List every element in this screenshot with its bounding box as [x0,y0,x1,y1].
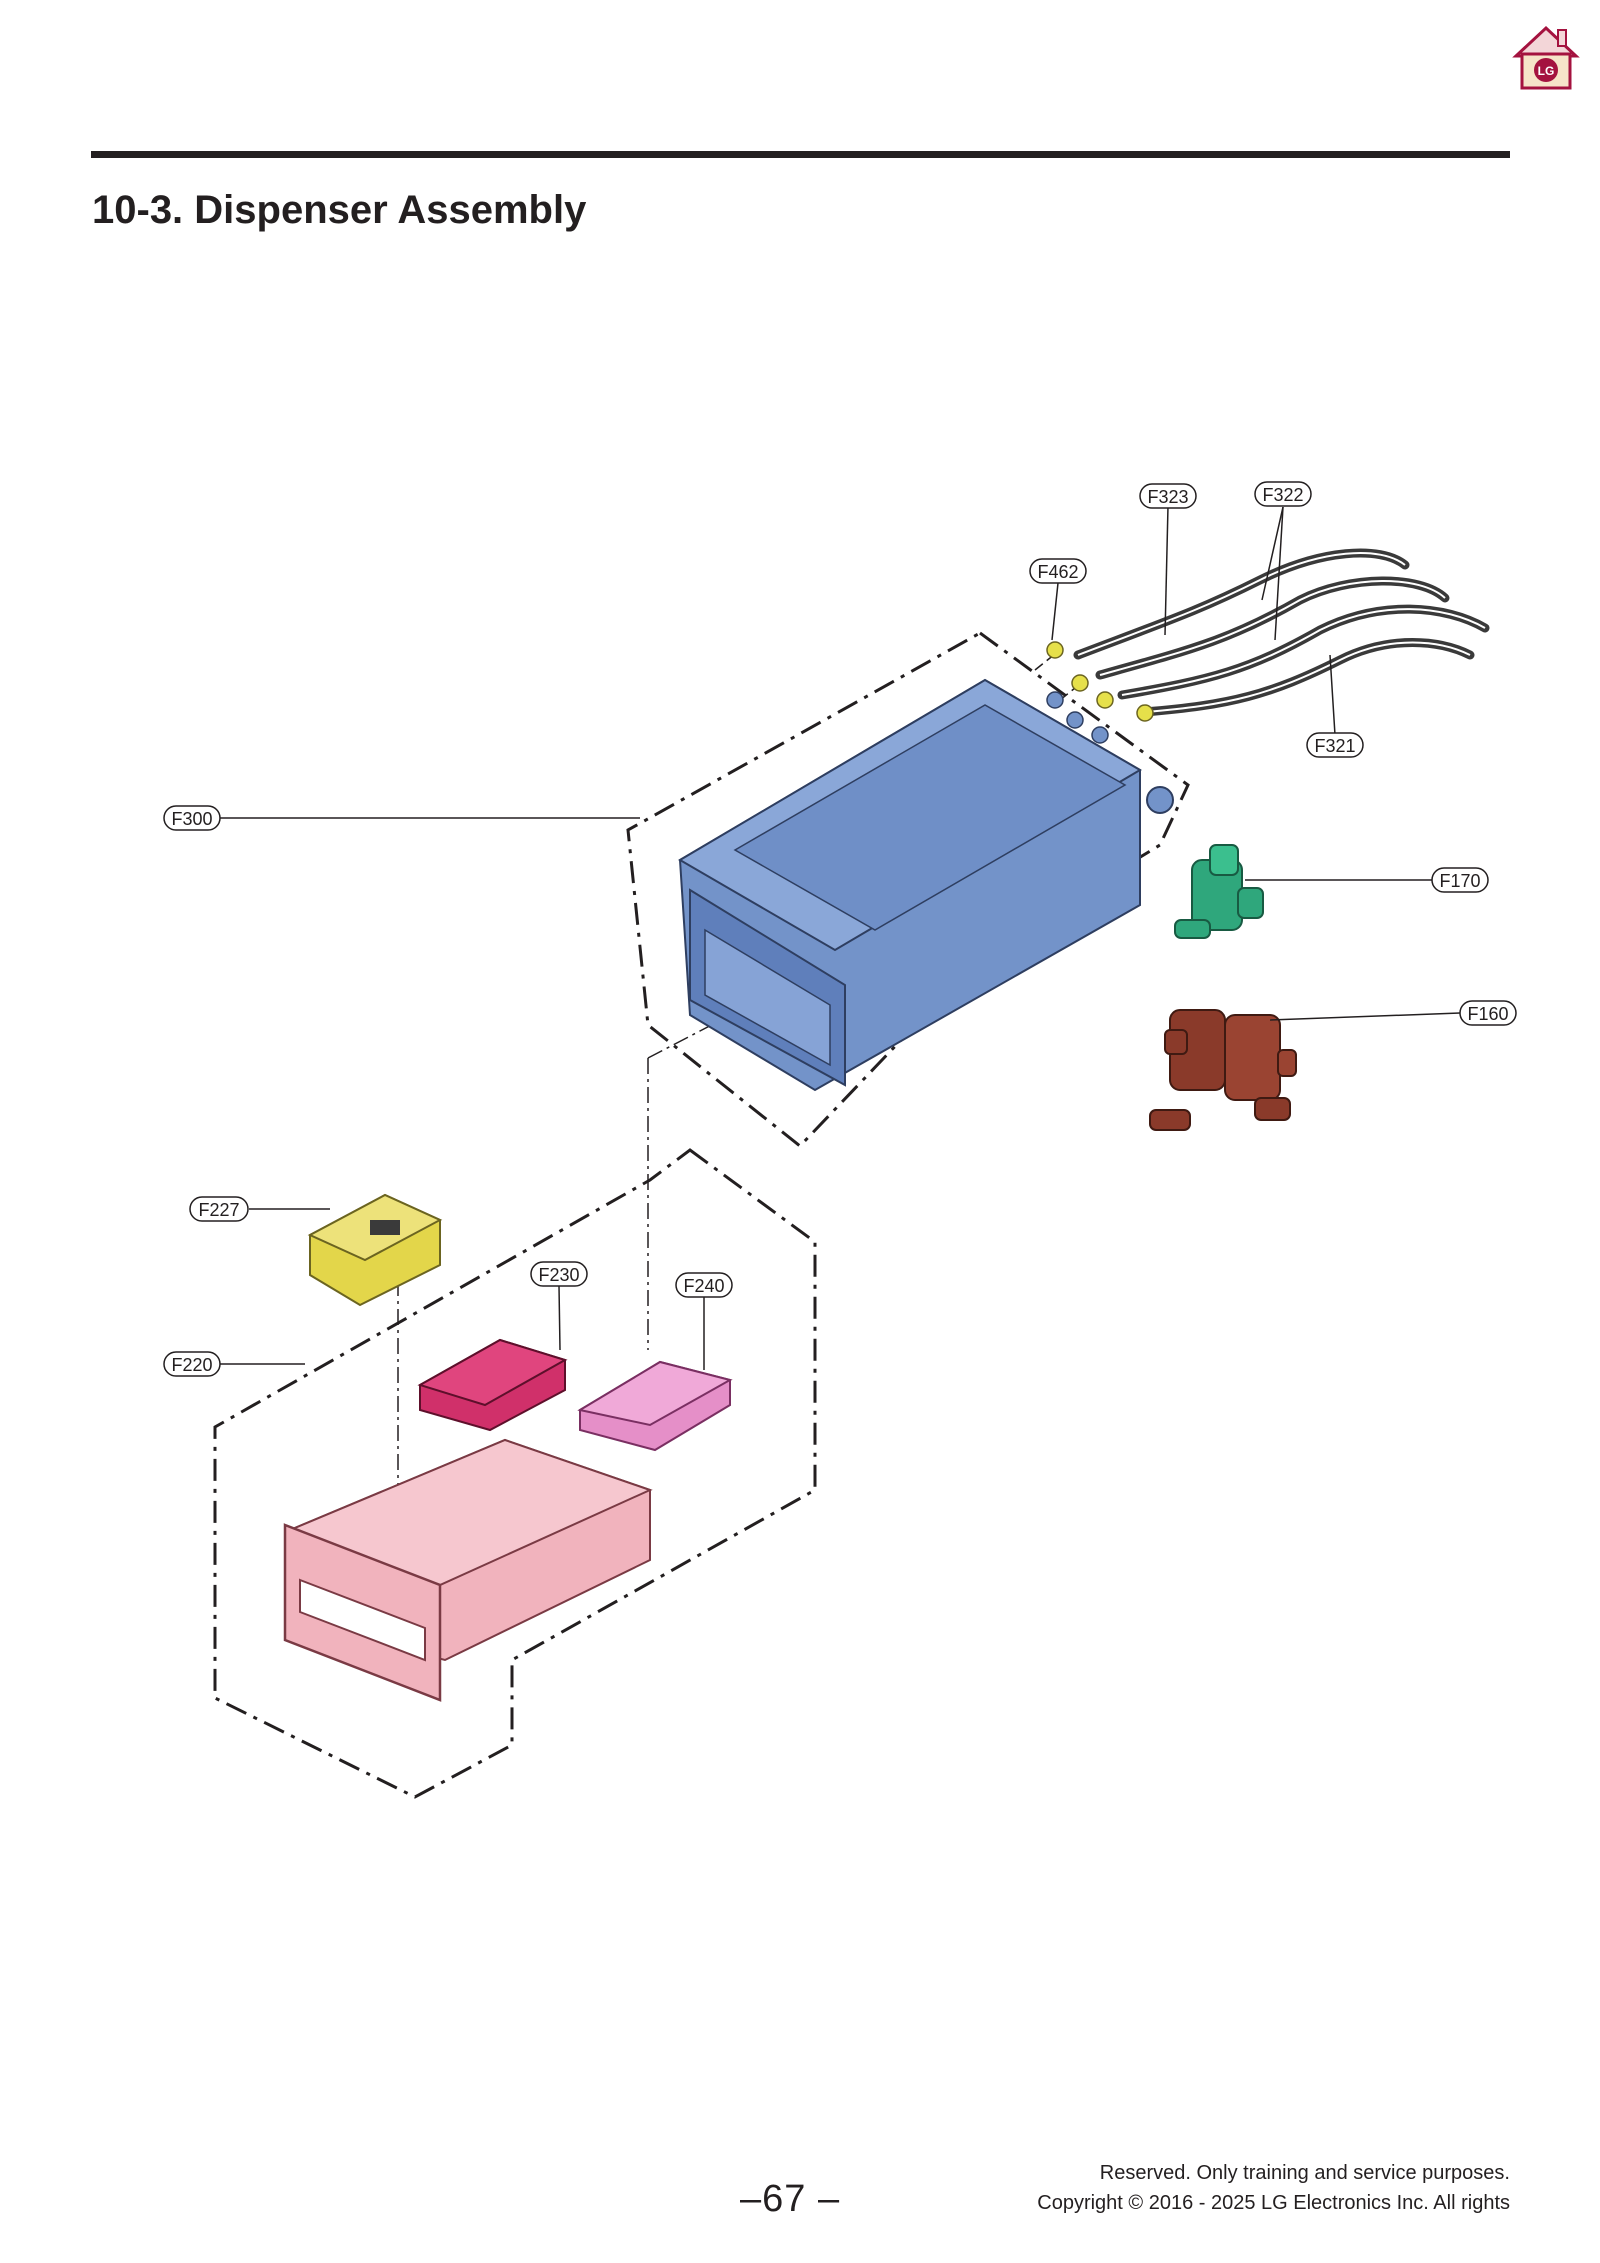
header-rule [91,151,1510,158]
hose-set-highlight [1077,552,1486,713]
callout-F300: F300 [163,805,221,831]
dispenser-housing [678,678,1174,1092]
callout-F170: F170 [1431,867,1489,893]
svg-text:F321: F321 [1314,736,1355,756]
callout-F240: F240 [675,1272,733,1298]
callout-F227: F227 [189,1196,249,1222]
drawer-assembly-outline [213,1148,817,1799]
svg-text:LG: LG [1538,64,1555,78]
svg-text:F462: F462 [1037,562,1078,582]
water-valve-double [1149,1009,1297,1131]
copyright-footer: Reserved. Only training and service purp… [1037,2158,1510,2218]
hose-clamps [1046,641,1154,722]
rights-line-1: Reserved. Only training and service purp… [1099,2162,1510,2184]
callout-F220: F220 [163,1351,221,1377]
svg-text:F227: F227 [198,1200,239,1220]
upper-assembly-outline [626,631,1190,1149]
svg-text:F322: F322 [1262,485,1303,505]
page-number: –67 – [740,2178,841,2220]
water-valve-single [1174,844,1264,939]
callout-F321: F321 [1306,732,1364,758]
lg-home-icon[interactable]: LG [1510,22,1582,94]
callout-F323: F323 [1139,483,1197,509]
detergent-cover [417,1338,568,1432]
dispenser-drawer [283,1438,653,1702]
bleach-cover [577,1360,733,1452]
page-title: 10-3. Dispenser Assembly [92,188,587,232]
svg-text:F323: F323 [1147,487,1188,507]
callout-F322: F322 [1254,481,1312,507]
svg-text:F300: F300 [171,809,212,829]
svg-text:F160: F160 [1467,1004,1508,1024]
svg-text:F230: F230 [538,1265,579,1285]
callout-F160: F160 [1459,1000,1517,1026]
svg-text:F220: F220 [171,1355,212,1375]
callout-F230: F230 [530,1261,588,1287]
leader-lines [220,505,1461,1370]
svg-text:F170: F170 [1439,871,1480,891]
rights-line-2: Copyright © 2016 - 2025 LG Electronics I… [1037,2192,1510,2214]
softener-cap [307,1193,443,1307]
callout-F462: F462 [1029,558,1087,584]
svg-text:F240: F240 [683,1276,724,1296]
